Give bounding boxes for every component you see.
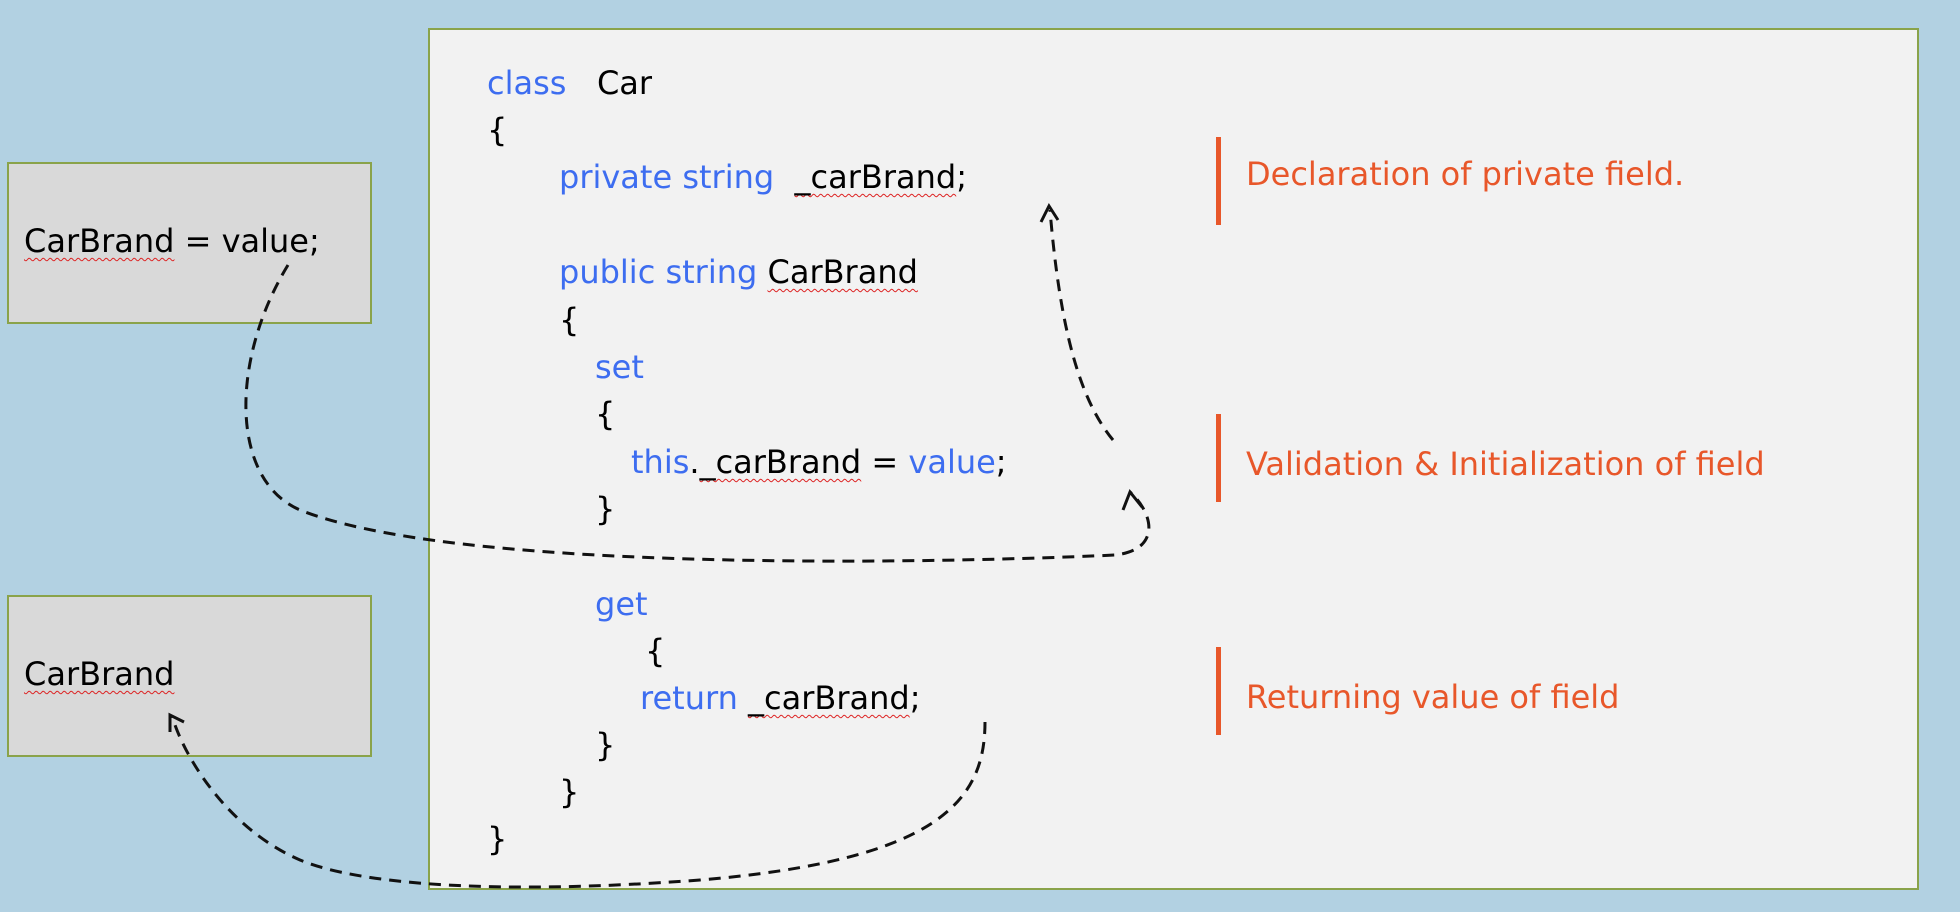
- getter-flow-arrow: [170, 715, 987, 889]
- returning-annotation: Returning value of field: [1246, 678, 1620, 716]
- field-semicolon: ;: [956, 158, 967, 196]
- brace: {: [645, 632, 666, 670]
- brace: }: [559, 773, 580, 811]
- get-keyword: get: [595, 585, 648, 623]
- setter-usage-rest: = value;: [174, 222, 320, 260]
- property-modifier: public string: [559, 253, 758, 291]
- code-line-open-set: {: [595, 394, 615, 434]
- arrowhead: [1121, 489, 1144, 511]
- value-keyword: value: [908, 443, 996, 481]
- code-line-close-property: }: [559, 772, 579, 812]
- arrowhead: [1039, 202, 1060, 223]
- code-line-set: set: [595, 347, 644, 387]
- brace: {: [487, 111, 508, 149]
- brace: }: [595, 490, 616, 528]
- brace: {: [595, 395, 616, 433]
- field-modifier: private string: [559, 158, 775, 196]
- brace: }: [487, 820, 508, 858]
- code-line-open-get: {: [645, 631, 665, 671]
- brace: }: [595, 726, 616, 764]
- code-line-class: class Car: [487, 63, 652, 103]
- getter-usage-text: CarBrand: [24, 655, 174, 693]
- validation-annotation-bar: [1216, 414, 1221, 502]
- setter-usage-box: CarBrand = value;: [7, 162, 372, 324]
- setter-usage-text: CarBrand = value;: [24, 222, 320, 260]
- class-keyword: class: [487, 64, 567, 102]
- dot: .: [689, 443, 700, 481]
- code-line-assignment: this._carBrand = value;: [631, 442, 1007, 482]
- code-line-field: private string _carBrand;: [559, 157, 967, 197]
- getter-usage-box: CarBrand: [7, 595, 372, 757]
- setter-flow-arrow: [244, 264, 1151, 563]
- code-line-close-class: }: [487, 819, 507, 859]
- code-line-get: get: [595, 584, 648, 624]
- field-name: _carBrand: [794, 158, 957, 196]
- code-line-open-class: {: [487, 110, 507, 150]
- code-line-close-set: }: [595, 489, 615, 529]
- set-keyword: set: [595, 348, 644, 386]
- returning-annotation-bar: [1216, 647, 1221, 735]
- code-line-return: return _carBrand;: [640, 678, 920, 718]
- validation-annotation: Validation & Initialization of field: [1246, 445, 1765, 483]
- assign-equals: =: [861, 443, 909, 481]
- return-keyword: return: [640, 679, 738, 717]
- init-to-field-arrow: [1048, 209, 1115, 441]
- declaration-annotation-bar: [1216, 137, 1221, 225]
- return-semicolon: ;: [909, 679, 921, 717]
- this-keyword: this: [631, 443, 690, 481]
- class-name: Car: [596, 64, 653, 102]
- code-line-open-property: {: [559, 300, 579, 340]
- code-panel: [428, 28, 1919, 890]
- brace: {: [559, 301, 580, 339]
- return-field-name: _carBrand: [748, 679, 910, 717]
- property-name: CarBrand: [767, 253, 918, 291]
- code-line-property: public string CarBrand: [559, 252, 918, 292]
- setter-usage-name: CarBrand: [24, 222, 175, 260]
- assign-field-name: _carBrand: [699, 443, 862, 481]
- code-line-close-get: }: [595, 725, 615, 765]
- declaration-annotation: Declaration of private field.: [1246, 155, 1685, 193]
- assign-semicolon: ;: [995, 443, 1007, 481]
- arrowhead: [168, 712, 185, 732]
- getter-usage-name: CarBrand: [24, 655, 175, 693]
